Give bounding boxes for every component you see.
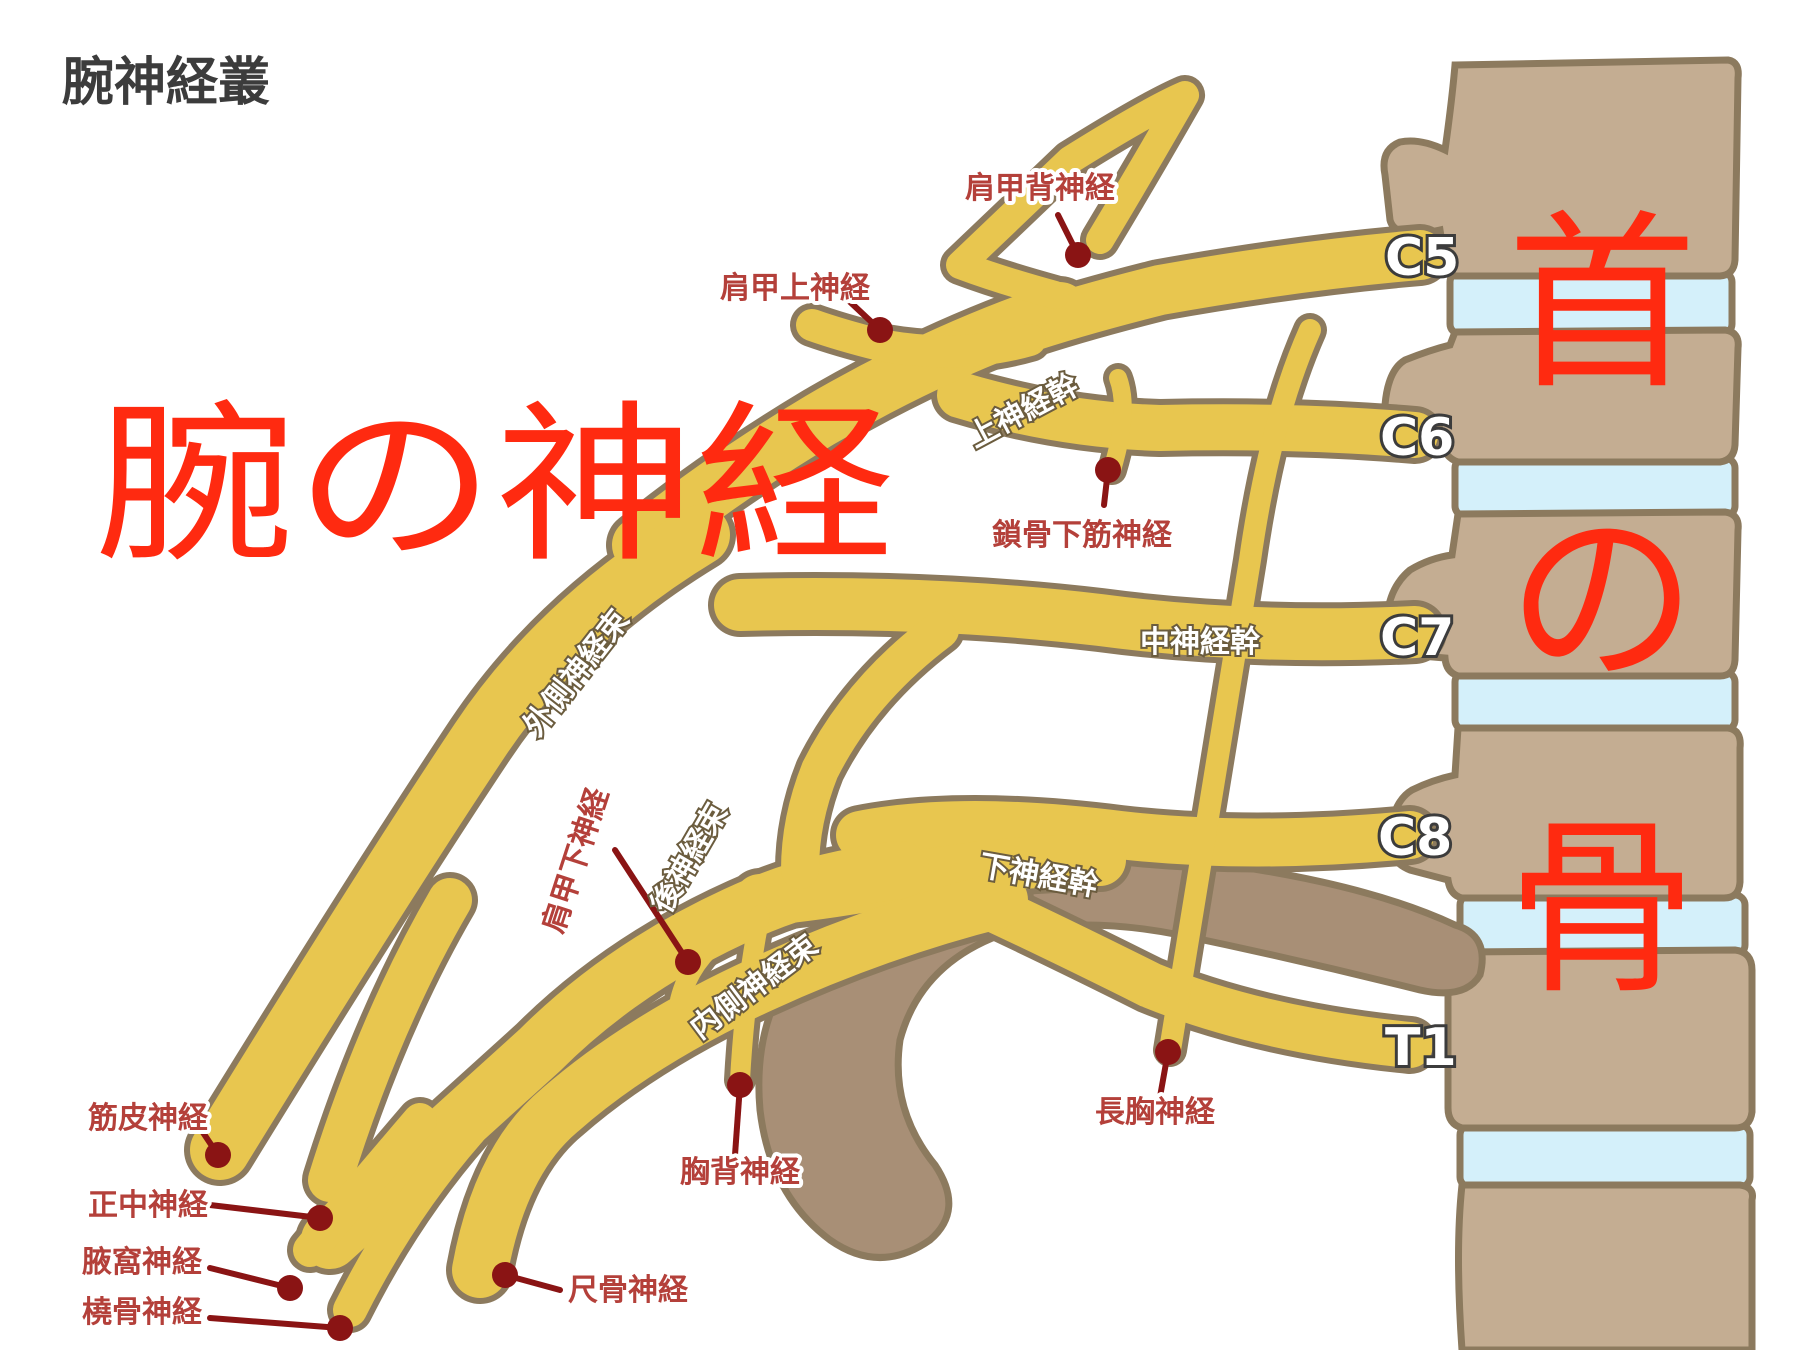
vertebra: [1455, 1181, 1756, 1350]
nerve-root-c6: [937, 372, 1438, 458]
branch-label-long-thoracic: 長胸神経: [1095, 1095, 1216, 1130]
marker-dot-suprascapular: [867, 317, 893, 343]
branch-label-thoracodorsal: 胸背神経: [680, 1155, 801, 1190]
nerve-posterior-branch: [781, 611, 959, 889]
big-label-no: の: [1507, 489, 1697, 710]
nerve-medial-cord: [452, 872, 1028, 1298]
leader-line-median: [207, 1202, 323, 1221]
marker-dot-thoracodorsal: [727, 1072, 753, 1098]
branch-label-musculocutaneous: 筋皮神経: [88, 1101, 209, 1136]
root-label-t1: T1: [1385, 1018, 1457, 1078]
nerve-subclavius: [1103, 369, 1132, 479]
branch-label-subclavius: 鎖骨下筋神経: [992, 518, 1173, 553]
leader-line-axillary: [207, 1265, 293, 1291]
branch-label-radial: 橈骨神経: [82, 1295, 203, 1330]
nerve-thoracodorsal: [730, 905, 770, 1090]
trunk-label-middle: 中神経幹: [1140, 625, 1261, 660]
nerve-root-t1: [962, 882, 1433, 1068]
nerve-root-c7: [714, 578, 1441, 661]
diagram-title: 腕神経叢: [62, 53, 270, 113]
nerve-suprascapular: [796, 309, 1046, 368]
marker-dot-radial: [327, 1315, 353, 1341]
marker-dot-ulnar: [492, 1262, 518, 1288]
leader-line-radial: [207, 1315, 343, 1331]
branch-markers: [195, 212, 1181, 1341]
big-label-neck: 首: [1507, 194, 1697, 415]
branch-label-suprascapular: 肩甲上神経: [720, 271, 871, 306]
root-label-c7: C7: [1380, 608, 1454, 668]
branch-label-dorsal-scapular: 肩甲背神経: [965, 171, 1116, 206]
big-label-bone: 骨: [1507, 799, 1697, 1020]
marker-dot-long-thoracic: [1155, 1039, 1181, 1065]
branch-label-axillary: 腋窩神経: [82, 1245, 203, 1280]
marker-dot-median: [307, 1205, 333, 1231]
marker-dot-subscapular: [675, 949, 701, 975]
branch-label-ulnar: 尺骨神経: [568, 1273, 689, 1308]
nerve-root-c8: [836, 801, 1434, 867]
disc: [1456, 1121, 1754, 1191]
root-label-c6: C6: [1380, 408, 1454, 468]
root-label-c8: C8: [1378, 808, 1452, 868]
nerve-median: [308, 878, 472, 1202]
root-label-c5: C5: [1385, 228, 1459, 288]
marker-dot-dorsal-scapular: [1065, 242, 1091, 268]
cervical-spine: [1380, 56, 1756, 1350]
vertebra: [1383, 508, 1742, 680]
vertebra: [1385, 724, 1744, 902]
big-label-arm-nerves: 腕の神経: [95, 385, 895, 586]
nerve-axillary: [293, 1103, 437, 1267]
nerve-radial: [333, 1113, 487, 1327]
marker-dot-subclavius: [1095, 457, 1121, 483]
branch-label-subscapular: 肩甲下神経: [536, 783, 616, 937]
nerve-long-thoracic: [1159, 319, 1321, 1061]
marker-dot-musculocutaneous: [205, 1142, 231, 1168]
nerve-posterior-cord: [301, 841, 929, 1269]
nerve-network: [184, 75, 1451, 1333]
branch-label-median: 正中神経: [88, 1188, 209, 1223]
nerve-dorsal-scapular: [946, 81, 1199, 309]
leader-line-subscapular: [612, 847, 691, 965]
marker-dot-axillary: [277, 1275, 303, 1301]
nerve-lateral-cord: [190, 505, 730, 1180]
